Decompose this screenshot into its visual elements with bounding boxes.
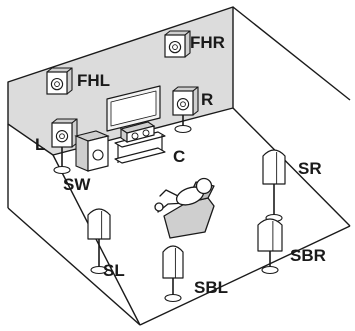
speaker-surround-right — [262, 149, 286, 223]
label-fhr: FHR — [190, 33, 225, 52]
label-l: L — [35, 135, 45, 154]
tv-inner-screen — [110, 90, 157, 127]
person-head — [195, 177, 213, 195]
speakers — [46, 30, 286, 303]
speaker-front-height-left — [46, 67, 73, 95]
tv-stand-shelf — [114, 147, 166, 164]
speaker-surround-back-right — [257, 218, 283, 275]
label-sbr: SBR — [290, 246, 326, 265]
label-sbl: SBL — [194, 278, 228, 297]
floor-left-edge — [52, 154, 141, 326]
subwoofer — [74, 130, 110, 172]
person-foot — [154, 202, 164, 212]
label-r: R — [201, 90, 213, 109]
label-fhl: FHL — [77, 71, 110, 90]
speaker-center — [119, 121, 156, 144]
speaker-front-right — [172, 86, 199, 134]
speaker-front-height-right — [164, 30, 191, 58]
label-c: C — [173, 147, 185, 166]
listener — [154, 177, 215, 239]
label-sr: SR — [298, 159, 322, 178]
tv-set — [106, 85, 166, 164]
speaker-surround-left — [87, 208, 111, 275]
speaker-surround-back-left — [162, 245, 184, 303]
floor-right-edge — [232, 107, 351, 227]
speaker-labels: FHL FHR L R C SW SR SL SBL SBR — [35, 33, 326, 297]
right-wall-edge — [232, 6, 351, 101]
label-sw: SW — [63, 175, 91, 194]
floor-left-front — [7, 207, 141, 326]
person-arm — [159, 189, 179, 197]
speaker-front-left — [51, 118, 78, 175]
floor-right-front — [139, 225, 351, 326]
label-sl: SL — [103, 261, 125, 280]
